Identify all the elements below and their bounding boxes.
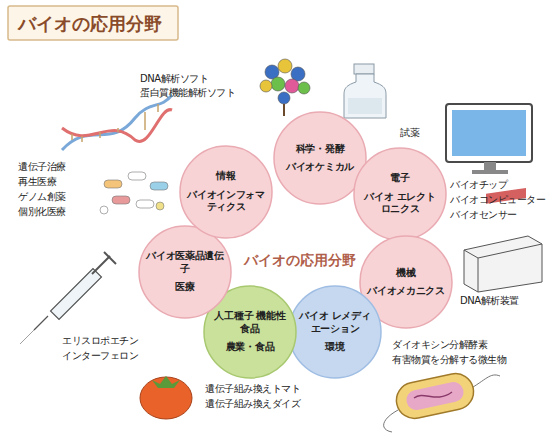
example-label: 有害物質を分解する微生物 xyxy=(392,353,506,367)
example-label: 遺伝子組み換えトマト xyxy=(205,382,300,396)
medicine-pills xyxy=(100,172,168,214)
computer-monitor xyxy=(446,104,532,174)
example-label: ダイオキシン分解酵素 xyxy=(392,338,487,352)
example-label: バイオセンサー xyxy=(450,208,517,222)
circle-content: バイオ レメディエーション環境 xyxy=(288,285,382,379)
circle-text: バイオ エレクトロニクス xyxy=(360,191,440,216)
example-label: バイオチップ xyxy=(450,178,507,192)
example-label: エリスロポエチン xyxy=(62,334,138,348)
circle-shape xyxy=(354,148,446,240)
circle-text: 科学・発酵 xyxy=(280,143,360,156)
example-label: DNA解析装置 xyxy=(460,294,519,308)
diagram-title: バイオの応用分野 xyxy=(18,12,162,36)
circle-shape xyxy=(274,112,366,204)
dna-helix xyxy=(62,95,172,150)
title-frame xyxy=(8,6,178,40)
circle-content: 科学・発酵バイオケミカル xyxy=(273,111,367,205)
tomato xyxy=(140,376,192,419)
circle-text: バイオ医薬品遺伝子 xyxy=(145,250,225,275)
field-circle: 電子バイオ エレクトロニクス xyxy=(353,147,447,241)
field-circle: 情報バイオインフォマ ティクス xyxy=(179,145,273,239)
circle-text: バイオメカニクス xyxy=(366,285,446,298)
circle-shape xyxy=(139,226,231,318)
field-circle: 科学・発酵バイオケミカル xyxy=(273,111,367,205)
example-label: DNA解析ソフト xyxy=(140,72,208,86)
circle-text: 機械 xyxy=(366,267,446,280)
circle-outline xyxy=(273,111,367,205)
circle-text: 人工種子 機能性食品 xyxy=(210,310,290,335)
example-label: 再生医療 xyxy=(18,175,56,189)
circle-text: 電子 xyxy=(360,172,440,185)
example-label: ゲノム創薬 xyxy=(18,190,66,204)
example-label: 個別化医療 xyxy=(18,205,66,219)
circle-content: バイオ医薬品遺伝子医療 xyxy=(138,225,232,319)
circle-text: バイオインフォマ ティクス xyxy=(186,189,266,214)
circle-shape xyxy=(180,146,272,238)
molecule xyxy=(260,59,310,116)
example-label: 遺伝子組み換えダイズ xyxy=(205,397,300,411)
circle-text: 情報 xyxy=(186,170,266,183)
circle-text: バイオ レメディエーション xyxy=(295,310,375,335)
example-label: 試薬 xyxy=(400,126,419,140)
field-circle: バイオ医薬品遺伝子医療 xyxy=(138,225,232,319)
circle-shape xyxy=(289,286,381,378)
bacterium xyxy=(384,370,500,432)
field-circle: バイオ レメディエーション環境 xyxy=(288,285,382,379)
syringe xyxy=(20,252,116,344)
example-label: バイオコンピューター xyxy=(450,193,545,207)
circle-content: 情報バイオインフォマ ティクス xyxy=(179,145,273,239)
circle-text: 環境 xyxy=(295,341,375,354)
circle-content: 電子バイオ エレクトロニクス xyxy=(353,147,447,241)
example-label: 蛋白質機能解析ソフト xyxy=(140,86,235,100)
center-caption: バイオの応用分野 xyxy=(244,252,356,270)
example-label: インターフェロン xyxy=(62,349,138,363)
circle-text: 農業・食品 xyxy=(210,341,290,354)
circle-text: バイオケミカル xyxy=(280,161,360,174)
example-label: 遺伝子治療 xyxy=(18,160,66,174)
circle-text: 医療 xyxy=(145,281,225,294)
reagent-bottle xyxy=(344,64,386,118)
